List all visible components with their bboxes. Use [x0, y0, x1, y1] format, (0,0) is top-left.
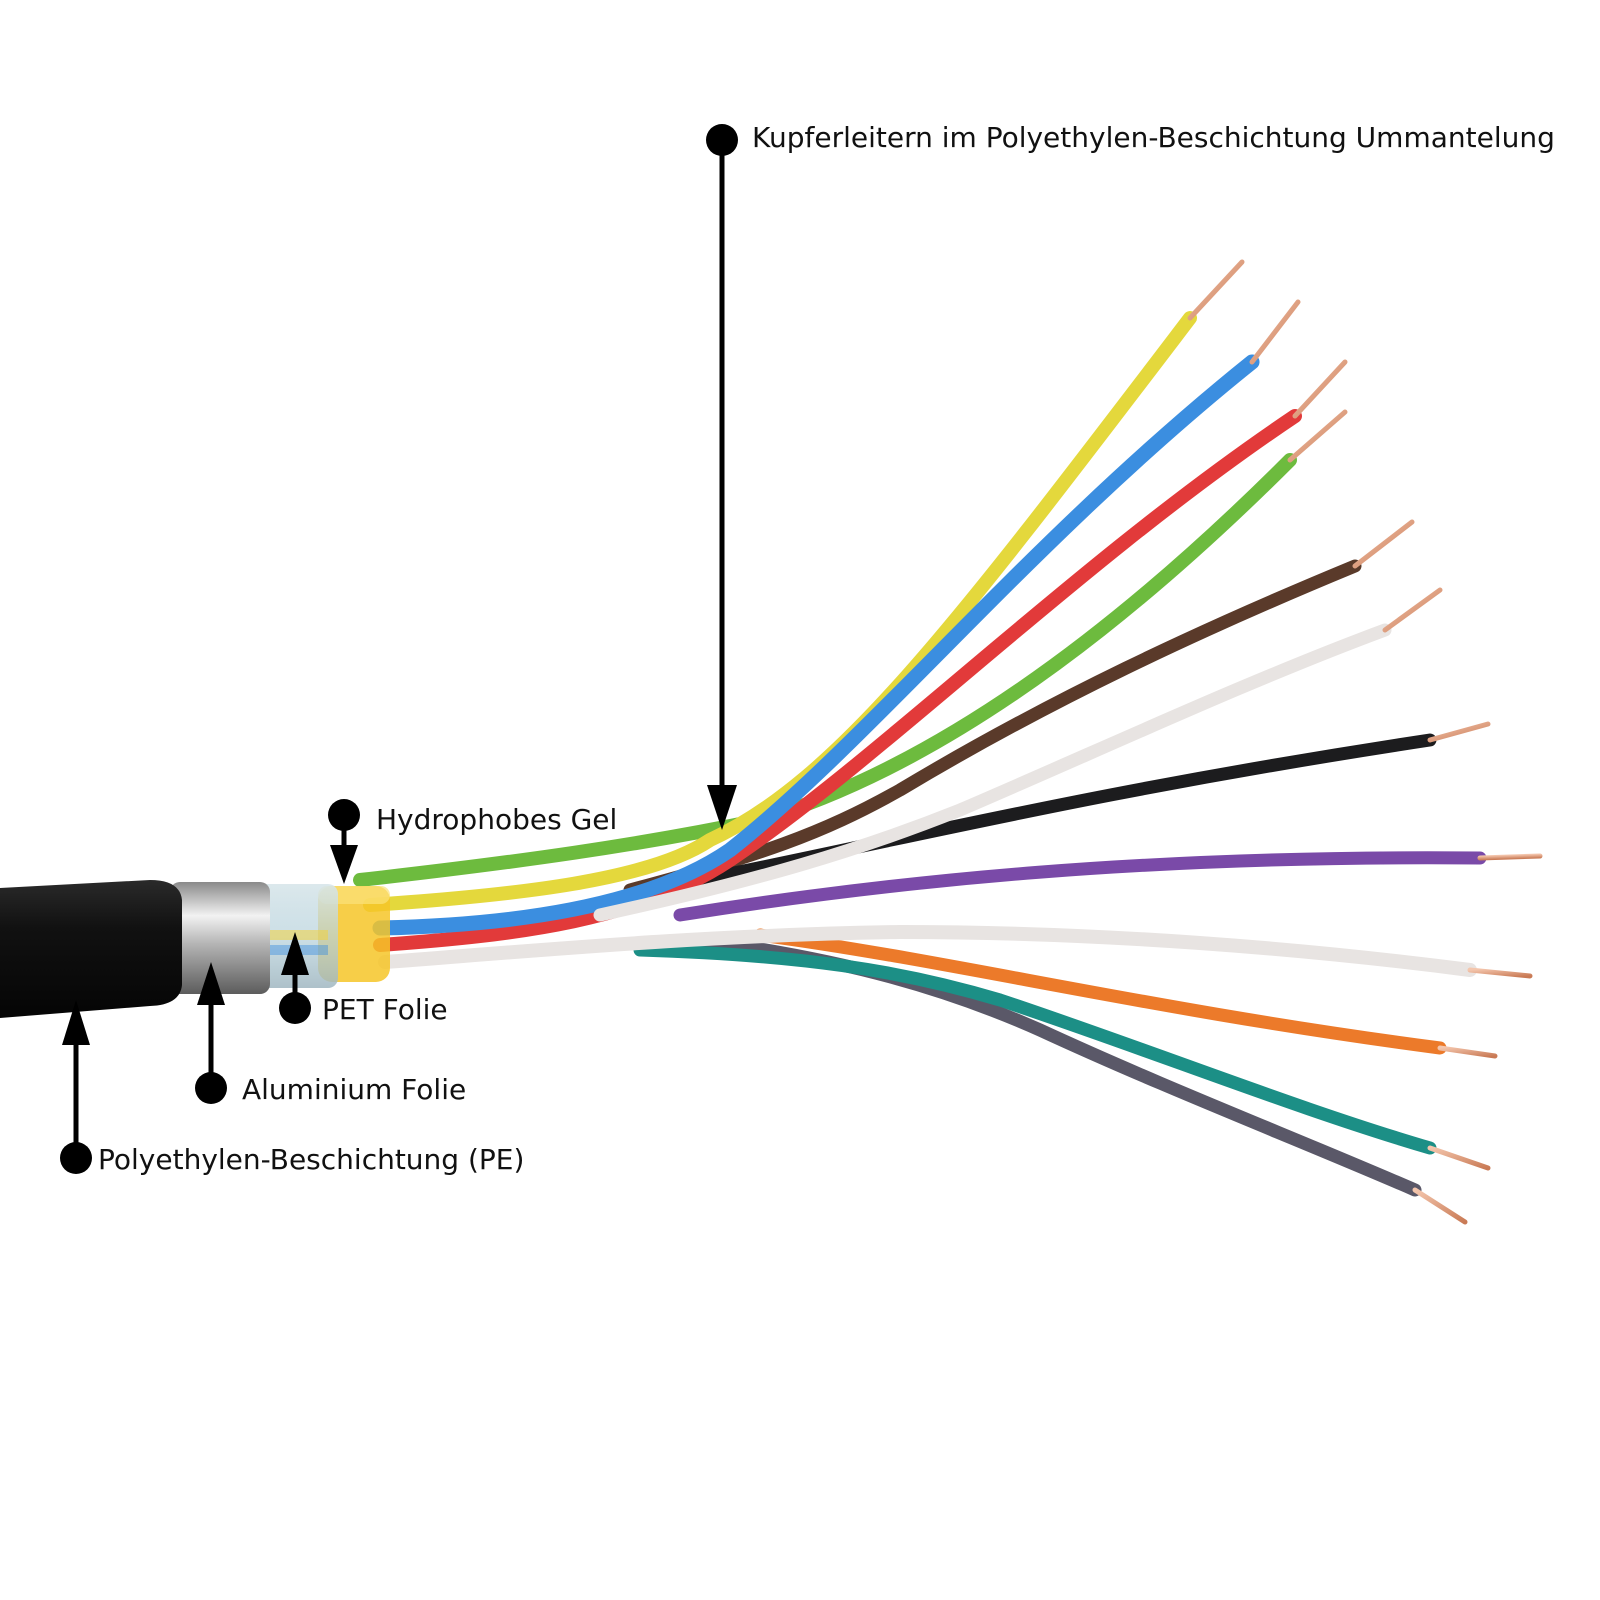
wire-black-copper-tip [1427, 721, 1491, 743]
wire-yellow-copper-tip [1187, 259, 1245, 321]
pe-jacket [0, 880, 182, 1018]
wire-white-upper-copper-tip [1382, 587, 1443, 633]
callout-arrow-aluminium [197, 962, 225, 1005]
wire-purple-copper-tip [1477, 853, 1543, 861]
wire-purple [673, 851, 1487, 922]
wire-blue [372, 354, 1260, 936]
label-pet: PET Folie [322, 993, 448, 1026]
callout-arrow-pe [62, 1000, 90, 1045]
wire-orange-copper-tip [1437, 1045, 1498, 1059]
label-pe: Polyethylen-Beschichtung (PE) [98, 1143, 525, 1176]
wire-white-lower [378, 924, 1477, 977]
wire-grey-copper-tip [1412, 1187, 1468, 1225]
wire-white-lower-copper-tip [1467, 967, 1533, 979]
wire-white-upper [593, 623, 1392, 922]
wire-red [373, 409, 1302, 952]
callout-dot-aluminium [195, 1072, 227, 1104]
wire-brown-copper-tip [1352, 519, 1415, 569]
label-aluminium: Aluminium Folie [242, 1073, 467, 1106]
wire-bundle [353, 259, 1543, 1225]
callout-dot-pe [60, 1142, 92, 1174]
wire-yellow [363, 311, 1197, 912]
wire-grey [693, 933, 1422, 1197]
wire-teal [633, 943, 1437, 1155]
callout-dot-gel [328, 799, 360, 831]
callout-dot-conductors [706, 124, 738, 156]
wire-green-copper-tip [1287, 409, 1348, 463]
callouts [60, 124, 738, 1174]
callout-arrow-pet [281, 932, 309, 975]
callout-arrow-gel [330, 845, 358, 884]
callout-arrow-conductors [707, 785, 737, 830]
callout-dot-pet [279, 992, 311, 1024]
label-gel: Hydrophobes Gel [376, 803, 618, 836]
wire-black [693, 733, 1437, 887]
label-conductors: Kupferleitern im Polyethylen-Beschichtun… [752, 121, 1555, 154]
aluminium-foil-layer [170, 882, 270, 994]
wire-blue-copper-tip [1249, 299, 1301, 365]
wire-orange [753, 928, 1447, 1055]
wire-red-copper-tip [1292, 359, 1348, 419]
wire-teal-copper-tip [1427, 1145, 1491, 1171]
